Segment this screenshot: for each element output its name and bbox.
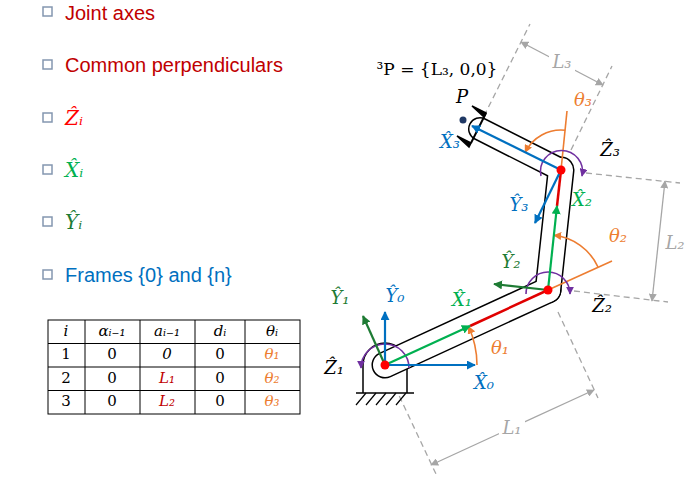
dimension-label: L₃ xyxy=(549,52,574,73)
table-header: i xyxy=(64,323,69,340)
table-cell: θ₃ xyxy=(264,393,279,410)
gripper xyxy=(457,106,486,147)
bullet-item: Frames {0} and {n} xyxy=(65,264,232,287)
table-cell: 0 xyxy=(107,393,117,410)
table-cell: 3 xyxy=(61,393,71,410)
dimension-label: L₂ xyxy=(665,233,684,254)
axis-label: Ẑ₃ xyxy=(600,140,620,161)
table-cell: 0 xyxy=(215,346,225,363)
table-header: aᵢ₋₁ xyxy=(154,323,180,340)
table-cell: 1 xyxy=(61,346,71,363)
frame-axes xyxy=(363,126,561,365)
joint-axis-arcs xyxy=(361,150,583,368)
table-header: dᵢ xyxy=(214,323,227,340)
dh-table-grid xyxy=(48,320,300,414)
table-cell: 0 xyxy=(215,393,225,410)
axis-label: Ŷ₀ xyxy=(385,286,404,307)
axis-label: X̂₁ xyxy=(452,290,472,311)
joint-angle-arcs xyxy=(469,111,613,365)
bullet-item: Common perpendiculars xyxy=(65,54,283,77)
bullet-squares xyxy=(43,7,52,279)
point-coordinates: ³P = {L₃, 0,0} xyxy=(377,60,498,80)
bullet-item: Ŷᵢ xyxy=(65,211,82,234)
bullet-item: Ẑᵢ xyxy=(65,107,83,130)
angle-label: θ₂ xyxy=(609,226,627,247)
joint-dots xyxy=(381,117,566,370)
axis-label: Ŷ₂ xyxy=(501,252,520,273)
axis-label: Ŷ₃ xyxy=(509,195,528,216)
table-cell: 0 xyxy=(107,370,117,387)
table-cell: θ₁ xyxy=(264,346,279,363)
table-header: θᵢ xyxy=(266,323,278,340)
table-cell: L₁ xyxy=(159,370,175,387)
table-cell: 2 xyxy=(61,370,71,387)
table-cell: 0 xyxy=(107,346,117,363)
table-cell: 0 xyxy=(215,370,225,387)
table-header: αᵢ₋₁ xyxy=(98,323,125,340)
dimension-lines xyxy=(395,24,680,474)
table-cell: 0 xyxy=(162,346,172,363)
axis-label: X̂₀ xyxy=(474,373,494,394)
axis-label: Ŷ₁ xyxy=(330,288,349,309)
common-perpendiculars xyxy=(470,170,561,326)
dimension-label: L₁ xyxy=(499,418,524,439)
axis-label: X̂₃ xyxy=(440,132,460,153)
axis-label: Ẑ₁ xyxy=(324,358,344,379)
table-cell: L₂ xyxy=(159,393,175,410)
axis-label: Ẑ₂ xyxy=(592,296,612,317)
angle-label: θ₃ xyxy=(574,90,592,111)
point-label: P xyxy=(456,87,468,108)
bullet-item: Joint axes xyxy=(65,2,155,25)
table-cell: θ₂ xyxy=(264,370,279,387)
robot-links xyxy=(385,129,561,365)
bullet-item: X̂ᵢ xyxy=(65,159,83,182)
axis-label: X̂₂ xyxy=(572,190,592,211)
angle-label: θ₁ xyxy=(491,338,509,359)
